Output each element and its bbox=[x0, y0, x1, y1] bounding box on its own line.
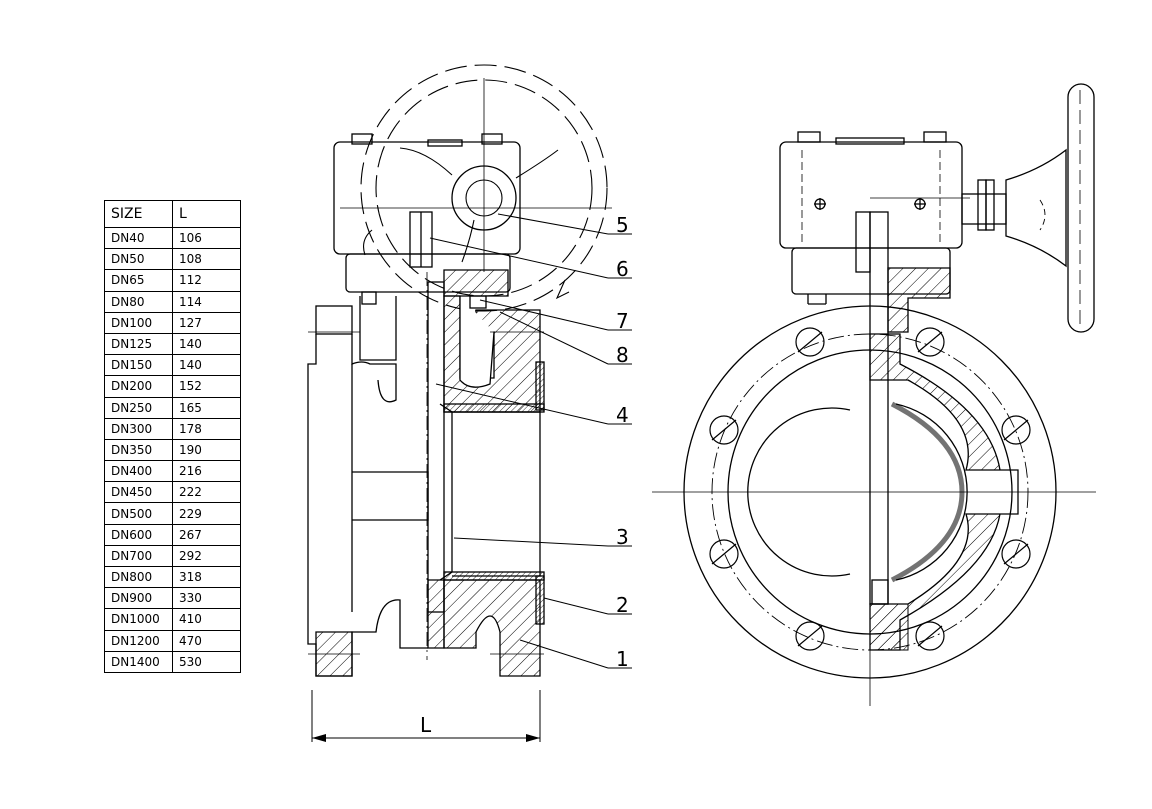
length-cell: 165 bbox=[172, 396, 241, 419]
size-cell: DN40 bbox=[104, 226, 173, 250]
length-cell: 292 bbox=[172, 544, 241, 568]
size-cell: DN65 bbox=[104, 269, 173, 292]
length-cell: 190 bbox=[172, 438, 241, 462]
length-cell: 127 bbox=[172, 311, 241, 334]
front-view-lower-hatch bbox=[869, 603, 909, 651]
size-cell: DN1200 bbox=[104, 629, 173, 652]
size-cell: DN80 bbox=[104, 290, 173, 313]
column-header-l: L bbox=[172, 200, 241, 228]
size-cell: DN900 bbox=[104, 587, 173, 610]
length-cell: 530 bbox=[172, 650, 241, 673]
length-cell: 178 bbox=[172, 417, 241, 440]
size-cell: DN250 bbox=[104, 396, 173, 419]
callout-leaders bbox=[429, 213, 632, 669]
size-cell: DN500 bbox=[104, 502, 173, 525]
size-cell: DN700 bbox=[104, 544, 173, 568]
length-cell: 470 bbox=[172, 629, 241, 652]
size-cell: DN450 bbox=[104, 481, 173, 504]
callout-6: 6 bbox=[616, 257, 629, 281]
callout-3: 3 bbox=[616, 525, 629, 549]
length-cell: 222 bbox=[172, 481, 241, 504]
size-cell: DN200 bbox=[104, 375, 173, 398]
length-cell: 410 bbox=[172, 608, 241, 631]
length-cell: 140 bbox=[172, 354, 241, 377]
length-cell: 330 bbox=[172, 587, 241, 610]
size-cell: DN400 bbox=[104, 460, 173, 483]
callout-8: 8 bbox=[616, 343, 629, 367]
length-cell: 140 bbox=[172, 332, 241, 356]
size-cell: DN350 bbox=[104, 438, 173, 462]
callout-5: 5 bbox=[616, 213, 629, 237]
length-cell: 112 bbox=[172, 269, 241, 292]
callout-2: 2 bbox=[616, 593, 629, 617]
table-header-row: SIZE L bbox=[104, 200, 241, 228]
size-cell: DN50 bbox=[104, 248, 173, 271]
length-cell: 216 bbox=[172, 460, 241, 483]
size-cell: DN100 bbox=[104, 311, 173, 334]
size-cell: DN125 bbox=[104, 332, 173, 356]
length-cell: 318 bbox=[172, 565, 241, 589]
side-section-view bbox=[307, 64, 612, 742]
size-cell: DN1400 bbox=[104, 650, 173, 673]
length-cell: 152 bbox=[172, 375, 241, 398]
callout-4: 4 bbox=[616, 403, 629, 427]
size-cell: DN1000 bbox=[104, 608, 173, 631]
size-cell: DN300 bbox=[104, 417, 173, 440]
callout-7: 7 bbox=[616, 309, 629, 333]
dimension-l-label: L bbox=[420, 713, 432, 737]
length-cell: 229 bbox=[172, 502, 241, 525]
column-header-size: SIZE bbox=[104, 200, 173, 228]
length-cell: 108 bbox=[172, 248, 241, 271]
length-cell: 267 bbox=[172, 523, 241, 546]
size-cell: DN150 bbox=[104, 354, 173, 377]
size-cell: DN600 bbox=[104, 523, 173, 546]
size-cell: DN800 bbox=[104, 565, 173, 589]
length-cell: 106 bbox=[172, 226, 241, 250]
front-view bbox=[652, 83, 1096, 706]
callout-1: 1 bbox=[616, 647, 629, 671]
length-cell: 114 bbox=[172, 290, 241, 313]
